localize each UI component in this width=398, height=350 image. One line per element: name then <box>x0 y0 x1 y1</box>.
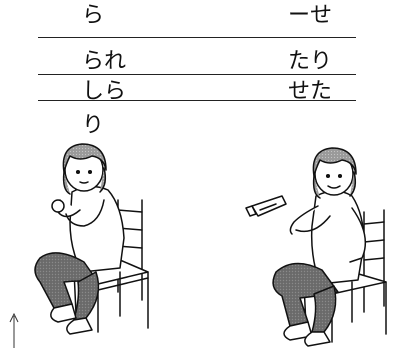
right-word-3: せた <box>288 79 333 104</box>
figure-right-seated <box>245 147 387 347</box>
rule-line-3 <box>38 100 356 101</box>
rule-line-2 <box>38 74 356 75</box>
left-word-2: られ <box>82 49 127 74</box>
arrow-icon <box>9 312 19 348</box>
chair-right-back <box>363 209 385 313</box>
left-word-1: ら <box>82 3 105 28</box>
left-word-4: り <box>82 113 105 138</box>
figure-left-seated <box>34 143 149 335</box>
right-word-2: たり <box>288 49 333 74</box>
left-word-3: しら <box>82 79 127 104</box>
rule-line-1 <box>38 37 356 38</box>
right-word-1: ーせ <box>288 3 333 28</box>
